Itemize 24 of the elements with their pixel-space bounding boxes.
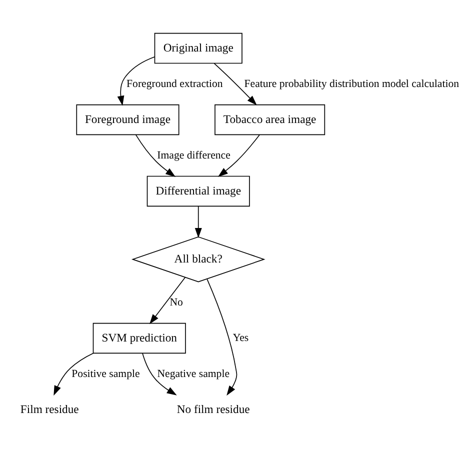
arrow [135, 134, 176, 176]
arrow [214, 62, 257, 105]
node-box: Foreground image [76, 104, 180, 135]
arrow [142, 352, 177, 395]
node-box: Original image [154, 32, 242, 64]
arrow [218, 134, 260, 176]
edge-label: Feature probability distribution model calculation [244, 77, 460, 90]
edge-label: No [170, 296, 183, 308]
arrow [194, 206, 202, 238]
node-box: Differential image [146, 175, 250, 206]
node-diamond: All black? [131, 236, 266, 282]
arrow [54, 352, 94, 396]
edge-label: Yes [232, 332, 249, 344]
edge-label: Foreground extraction [126, 77, 223, 90]
node-text: Film residue [20, 402, 79, 416]
arrow [117, 56, 156, 106]
edge-label: Positive sample [72, 367, 140, 380]
node-box: Tobacco area image [214, 104, 326, 135]
edge-label: Image difference [157, 148, 230, 161]
node-box: SVM prediction [92, 322, 186, 354]
edge-label: Negative sample [157, 367, 230, 380]
node-text: No film residue [176, 402, 250, 416]
arrow [206, 278, 238, 396]
arrow [150, 276, 186, 324]
